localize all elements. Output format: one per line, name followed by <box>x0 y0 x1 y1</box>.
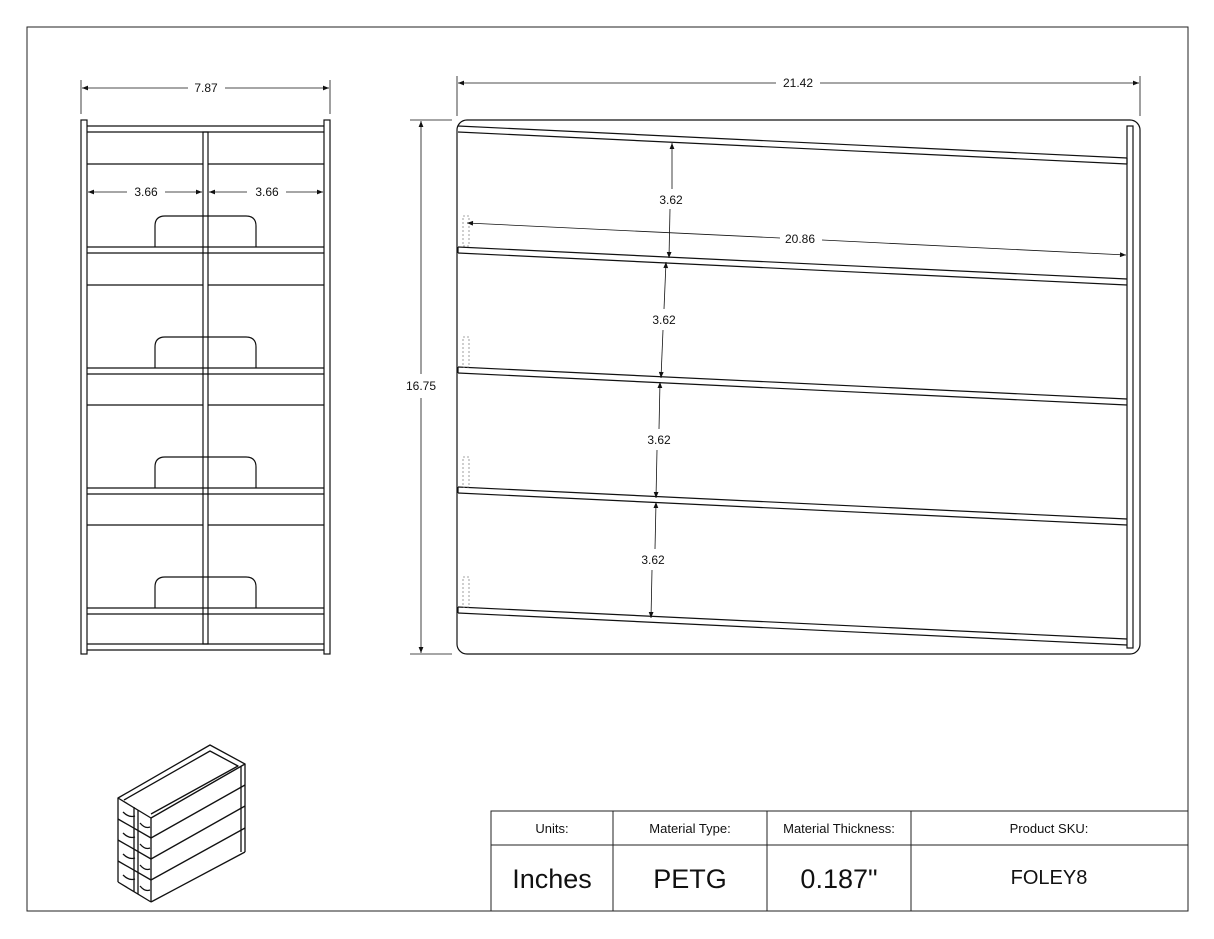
front-tier-4 <box>87 524 324 615</box>
front-right-bay-label: 3.66 <box>255 185 279 199</box>
material-type-header: Material Type: <box>649 821 730 836</box>
isometric-view <box>117 744 246 903</box>
front-tier-2 <box>87 284 324 375</box>
material-thickness-value: 0.187" <box>800 864 877 894</box>
side-shelf-2 <box>457 246 1128 286</box>
material-type-value: PETG <box>653 864 727 894</box>
side-view <box>456 119 1141 655</box>
side-panel-outline <box>456 119 1141 655</box>
units-value: Inches <box>512 864 592 894</box>
shelf-spacing-label-2: 3.62 <box>652 313 676 327</box>
side-back-panel <box>1126 125 1134 649</box>
title-block <box>490 810 1189 912</box>
front-overall-width-label: 7.87 <box>194 81 218 95</box>
front-tier-3 <box>87 404 324 495</box>
front-left-bay-label: 3.66 <box>134 185 158 199</box>
side-inner-length-label: 20.86 <box>785 232 815 246</box>
shelf-spacing-label-4: 3.62 <box>641 553 665 567</box>
material-thickness-header: Material Thickness: <box>783 821 895 836</box>
side-shelf-1 <box>457 125 1128 165</box>
product-sku-header: Product SKU: <box>1010 821 1089 836</box>
front-center-divider <box>202 131 209 645</box>
side-shelf-5 <box>457 606 1128 646</box>
side-hidden-tabs <box>462 215 470 608</box>
side-dimensions <box>410 76 1141 655</box>
front-tier-1 <box>87 163 324 254</box>
shelf-spacing-label-1: 3.62 <box>659 193 683 207</box>
units-header: Units: <box>535 821 568 836</box>
shelf-spacing-label-3: 3.62 <box>647 433 671 447</box>
product-sku-value: FOLEY8 <box>1011 867 1088 889</box>
front-view <box>80 119 331 655</box>
side-overall-width-label: 21.42 <box>783 76 813 90</box>
side-overall-height-label: 16.75 <box>406 379 436 393</box>
front-left-panel <box>80 119 88 655</box>
front-dimensions <box>80 80 331 195</box>
side-shelf-4 <box>457 486 1128 526</box>
sheet-border <box>26 26 1189 912</box>
side-shelf-3 <box>457 366 1128 406</box>
front-right-panel <box>323 119 331 655</box>
